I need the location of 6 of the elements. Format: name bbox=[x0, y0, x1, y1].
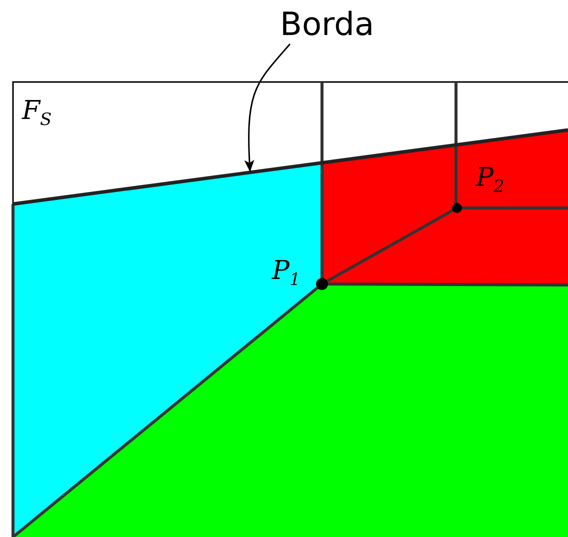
math-label: P$_{1}$ bbox=[272, 258, 300, 290]
math-label: F$_{S}$ bbox=[22, 98, 52, 130]
leader-line bbox=[244, 44, 291, 172]
math-label: P$_{2}$ bbox=[476, 165, 504, 196]
boundary-line bbox=[12, 128, 568, 206]
label-text: Borda bbox=[280, 8, 374, 40]
